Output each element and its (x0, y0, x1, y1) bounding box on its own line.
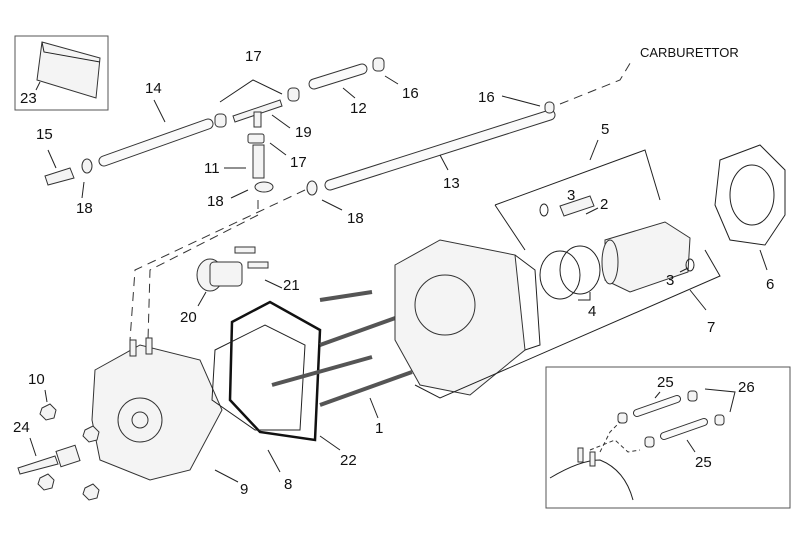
hose-13 (324, 109, 556, 191)
nuts-10 (37, 403, 100, 501)
piston-pin (559, 195, 595, 217)
spark-plug-24 (17, 444, 81, 475)
kit-bracket-5 (494, 149, 661, 251)
callout-labels: 23 14 17 12 16 15 19 17 11 18 18 16 13 1… (13, 45, 774, 498)
hose-11 (252, 144, 265, 179)
carburettor-label: CARBURETTOR (640, 45, 739, 60)
route-dashed-2 (147, 200, 259, 341)
callout-10: 10 (28, 371, 45, 388)
callout-3: 3 (567, 187, 575, 204)
callout-2: 2 (600, 196, 608, 213)
callout-8: 8 (284, 476, 292, 493)
screws-21 (234, 246, 269, 269)
callout-11: 11 (204, 160, 220, 177)
circlips-3 (539, 203, 695, 272)
leader-lines (29, 75, 768, 483)
t-fitting-19 (232, 99, 283, 128)
thermostat-20 (196, 258, 243, 292)
callout-13: 13 (443, 175, 460, 192)
callout-24: 24 (13, 419, 30, 436)
callout-25: 25 (695, 454, 712, 471)
manual-booklet (36, 41, 101, 99)
head-detail (549, 459, 634, 501)
clamps (81, 57, 555, 196)
o-ring-22 (228, 300, 322, 442)
callout-18: 18 (76, 200, 93, 217)
callout-16: 16 (402, 85, 419, 102)
inset-box-hoses (545, 366, 791, 509)
callout-1: 1 (375, 420, 383, 437)
cylinder (394, 239, 541, 396)
inset-box-manual (14, 35, 109, 111)
route-dashed-1 (129, 189, 306, 341)
inset-dashed-route (589, 421, 641, 453)
hose-14 (98, 118, 214, 167)
callout-21: 21 (283, 277, 300, 294)
cylinder-head-9 (91, 337, 223, 481)
callout-7: 7 (707, 319, 715, 336)
callout-3: 3 (666, 272, 674, 289)
clamps-26 (617, 390, 725, 448)
hose-12 (308, 63, 368, 90)
callout-9: 9 (240, 481, 248, 498)
callout-20: 20 (180, 309, 197, 326)
hoses-25 (633, 395, 708, 440)
kit-bracket-7 (414, 249, 721, 399)
base-gasket-6 (714, 144, 786, 246)
fitting-15 (44, 167, 75, 186)
callout-18: 18 (207, 193, 224, 210)
callout-17: 17 (290, 154, 307, 171)
callout-14: 14 (145, 80, 162, 97)
studs-1 (271, 290, 413, 407)
callout-6: 6 (766, 276, 774, 293)
callout-23: 23 (20, 90, 37, 107)
piston-rings-4 (539, 245, 601, 300)
gasket-8 (211, 324, 306, 431)
callout-16: 16 (478, 89, 495, 106)
callout-15: 15 (36, 126, 53, 143)
callout-19: 19 (295, 124, 312, 141)
callout-4: 4 (588, 303, 596, 320)
callout-26: 26 (738, 379, 755, 396)
route-to-carburettor (559, 59, 633, 105)
callout-18: 18 (347, 210, 364, 227)
callout-5: 5 (601, 121, 609, 138)
callout-17: 17 (245, 48, 262, 65)
piston-2 (601, 221, 691, 293)
callout-25: 25 (657, 374, 674, 391)
callout-22: 22 (340, 452, 357, 469)
callout-12: 12 (350, 100, 367, 117)
